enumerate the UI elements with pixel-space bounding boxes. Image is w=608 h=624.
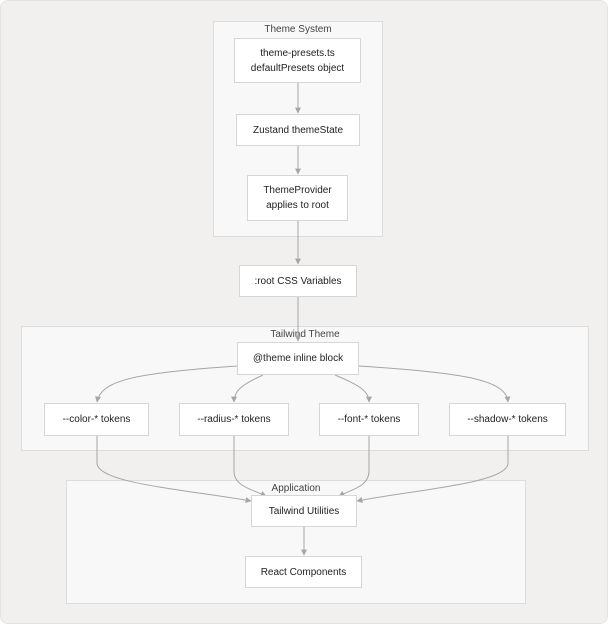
node-shadow-tokens-label: --shadow-* tokens [467, 414, 548, 425]
node-color-tokens: --color-* tokens [44, 403, 149, 436]
node-theme-provider-line2: applies to root [266, 200, 329, 211]
node-theme-inline-label: @theme inline block [252, 353, 344, 364]
node-radius-tokens-label: --radius-* tokens [197, 414, 271, 425]
node-theme-presets: theme-presets.ts defaultPresets object [234, 38, 361, 83]
node-theme-presets-line1: theme-presets.ts [260, 47, 335, 59]
node-zustand-label: Zustand themeState [252, 124, 344, 136]
node-tailwind-utilities: Tailwind Utilities [251, 495, 357, 527]
node-color-tokens-label: --color-* tokens [62, 414, 131, 425]
node-theme-provider: ThemeProvider applies to root [247, 175, 348, 221]
node-tailwind-utilities-label: Tailwind Utilities [268, 505, 340, 517]
node-shadow-tokens: --shadow-* tokens [449, 403, 566, 436]
node-theme-presets-line2: defaultPresets object [250, 62, 345, 74]
node-react-components: React Components [245, 556, 362, 588]
node-root-css-label: :root CSS Variables [254, 275, 342, 287]
cluster-label-theme-system: Theme System [264, 24, 332, 35]
node-font-tokens: --font-* tokens [319, 403, 419, 436]
node-font-tokens-label: --font-* tokens [337, 414, 401, 425]
node-zustand-themestate: Zustand themeState [236, 114, 360, 146]
node-react-components-label: React Components [260, 566, 347, 578]
cluster-label-tailwind-theme: Tailwind Theme [270, 329, 340, 340]
node-theme-provider-line1: ThemeProvider [263, 185, 332, 196]
node-root-css-variables: :root CSS Variables [239, 265, 357, 297]
node-radius-tokens: --radius-* tokens [179, 403, 289, 436]
node-theme-inline-block: @theme inline block [237, 342, 359, 375]
cluster-label-application: Application [271, 483, 321, 494]
